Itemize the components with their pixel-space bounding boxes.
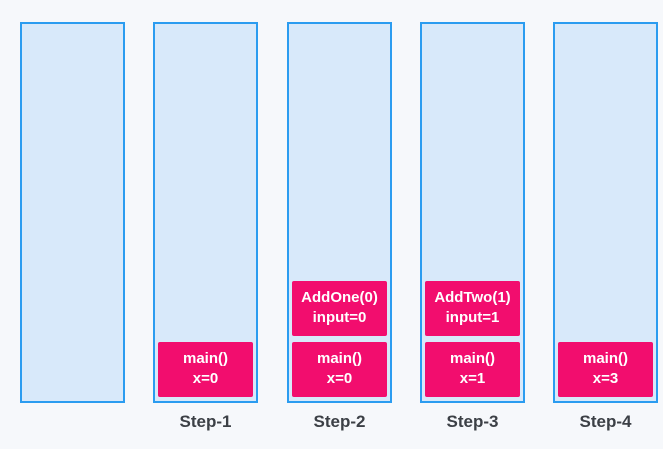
stack-column-step-2: AddOne(0) input=0 main() x=0 bbox=[287, 22, 392, 403]
frame-variable-value: x=1 bbox=[459, 370, 486, 387]
step-label-4: Step-4 bbox=[579, 412, 632, 431]
frame-function-name: main() bbox=[450, 350, 495, 367]
stack-frame-main: main() x=1 bbox=[425, 342, 520, 397]
stack-frame-addone: AddOne(0) input=0 bbox=[292, 281, 387, 336]
frame-function-name: AddOne(0) bbox=[301, 289, 378, 306]
frame-function-name: main() bbox=[183, 350, 228, 367]
stack-frame-main: main() x=0 bbox=[158, 342, 253, 397]
stack-frame-addtwo: AddTwo(1) input=1 bbox=[425, 281, 520, 336]
step-label-2: Step-2 bbox=[313, 412, 366, 431]
step-label-3: Step-3 bbox=[446, 412, 499, 431]
frame-variable-value: x=0 bbox=[192, 370, 219, 387]
stack-column-step-3: AddTwo(1) input=1 main() x=1 bbox=[420, 22, 525, 403]
stack-frame-main: main() x=0 bbox=[292, 342, 387, 397]
frame-variable-value: input=1 bbox=[445, 309, 500, 326]
stack-column-step-4: main() x=3 bbox=[553, 22, 658, 403]
frame-variable-value: x=0 bbox=[326, 370, 353, 387]
frame-function-name: main() bbox=[583, 350, 628, 367]
frame-variable-value: x=3 bbox=[592, 370, 619, 387]
stack-column-empty bbox=[20, 22, 125, 403]
stack-column-step-1: main() x=0 bbox=[153, 22, 258, 403]
step-label-1: Step-1 bbox=[179, 412, 232, 431]
frame-function-name: AddTwo(1) bbox=[434, 289, 511, 306]
stack-frame-main: main() x=3 bbox=[558, 342, 653, 397]
frame-variable-value: input=0 bbox=[312, 309, 367, 326]
frame-function-name: main() bbox=[317, 350, 362, 367]
